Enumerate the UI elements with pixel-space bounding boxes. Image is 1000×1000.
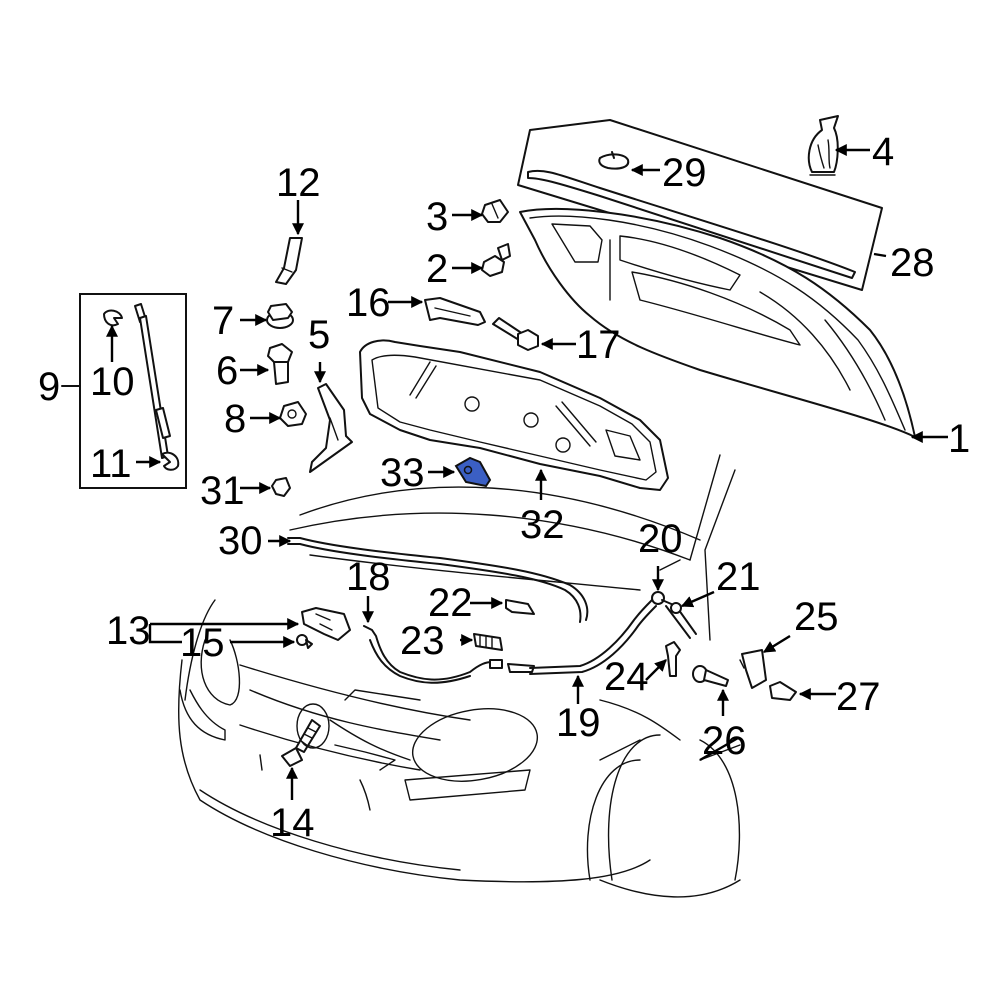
callout-14[interactable]: 14	[270, 801, 315, 845]
nut-8[interactable]	[279, 401, 307, 427]
stud-12[interactable]	[275, 237, 303, 285]
callout-13[interactable]: 13	[106, 609, 151, 653]
bracket-16[interactable]	[424, 297, 486, 326]
callout-24[interactable]: 24	[604, 655, 649, 699]
callout-22[interactable]: 22	[428, 581, 473, 625]
callout-11[interactable]: 11	[90, 442, 132, 486]
callout-25[interactable]: 25	[794, 595, 839, 639]
callout-33[interactable]: 33	[380, 451, 425, 495]
latch-bolt-14[interactable]	[281, 703, 330, 767]
connector-23[interactable]	[473, 633, 503, 651]
release-handle-25[interactable]	[739, 649, 767, 689]
flange-nut-7[interactable]	[266, 303, 294, 329]
retainer-clip-10[interactable]	[103, 309, 123, 327]
callout-8[interactable]: 8	[224, 397, 246, 441]
callout-27[interactable]: 27	[836, 675, 881, 719]
callout-21[interactable]: 21	[716, 555, 761, 599]
grommet-20[interactable]	[651, 591, 665, 605]
latch-assembly-13[interactable]	[301, 607, 351, 641]
clip-29[interactable]	[598, 151, 630, 170]
callout-17[interactable]: 17	[576, 323, 621, 367]
callout-6[interactable]: 6	[216, 349, 238, 393]
highlight-fill	[454, 456, 492, 488]
prop-rod-30[interactable]	[287, 537, 589, 623]
callout-12[interactable]: 12	[276, 161, 321, 205]
callout-10[interactable]: 10	[90, 360, 135, 404]
callout-16[interactable]: 16	[346, 281, 391, 325]
hinge-bolt-6[interactable]	[267, 343, 293, 385]
callout-32[interactable]: 32	[520, 503, 565, 547]
retainer-clip-11[interactable]	[161, 451, 180, 471]
insulation-clip-bag-4[interactable]	[807, 115, 839, 176]
leader-arrows	[106, 144, 948, 800]
lift-support-assembly-9[interactable]	[61, 293, 187, 489]
bracket-22[interactable]	[505, 599, 535, 615]
callout-31[interactable]: 31	[200, 469, 245, 513]
clip-24[interactable]	[665, 641, 681, 677]
callout-5[interactable]: 5	[308, 313, 330, 357]
insulator-clip-33[interactable]	[454, 456, 492, 488]
callout-19[interactable]: 19	[556, 701, 601, 745]
callout-20[interactable]: 20	[638, 517, 683, 561]
callout-7[interactable]: 7	[212, 299, 234, 343]
callout-26[interactable]: 26	[702, 719, 747, 763]
insulator-32[interactable]	[359, 339, 669, 491]
nut-cap-3[interactable]	[481, 199, 509, 223]
callout-23[interactable]: 23	[400, 619, 445, 663]
bolt-17[interactable]	[492, 317, 539, 351]
screw-26[interactable]	[692, 665, 729, 687]
callout-2[interactable]: 2	[426, 247, 448, 291]
clip-27[interactable]	[769, 681, 797, 701]
callout-28[interactable]: 28	[890, 241, 935, 285]
callout-9[interactable]: 9	[38, 365, 60, 409]
bumper-31[interactable]	[271, 477, 291, 497]
latch-fastener-15[interactable]	[296, 634, 313, 649]
callout-1[interactable]: 1	[948, 417, 970, 461]
bolt-2[interactable]	[481, 243, 511, 277]
callout-4[interactable]: 4	[872, 130, 894, 174]
release-cable-19[interactable]	[507, 599, 657, 675]
callout-29[interactable]: 29	[662, 151, 707, 195]
car-body-outline	[177, 454, 741, 898]
callout-18[interactable]: 18	[346, 555, 391, 599]
callout-15[interactable]: 15	[180, 621, 225, 665]
release-cable-18[interactable]	[363, 625, 503, 684]
callout-3[interactable]: 3	[426, 195, 448, 239]
grommet-21[interactable]	[661, 599, 697, 639]
hinge-5[interactable]	[309, 383, 353, 473]
callout-labels: 1 2 3 4 5 6 7 8 9 10 11 12 13 14 15 16 1…	[38, 130, 970, 845]
callout-30[interactable]: 30	[218, 519, 263, 563]
